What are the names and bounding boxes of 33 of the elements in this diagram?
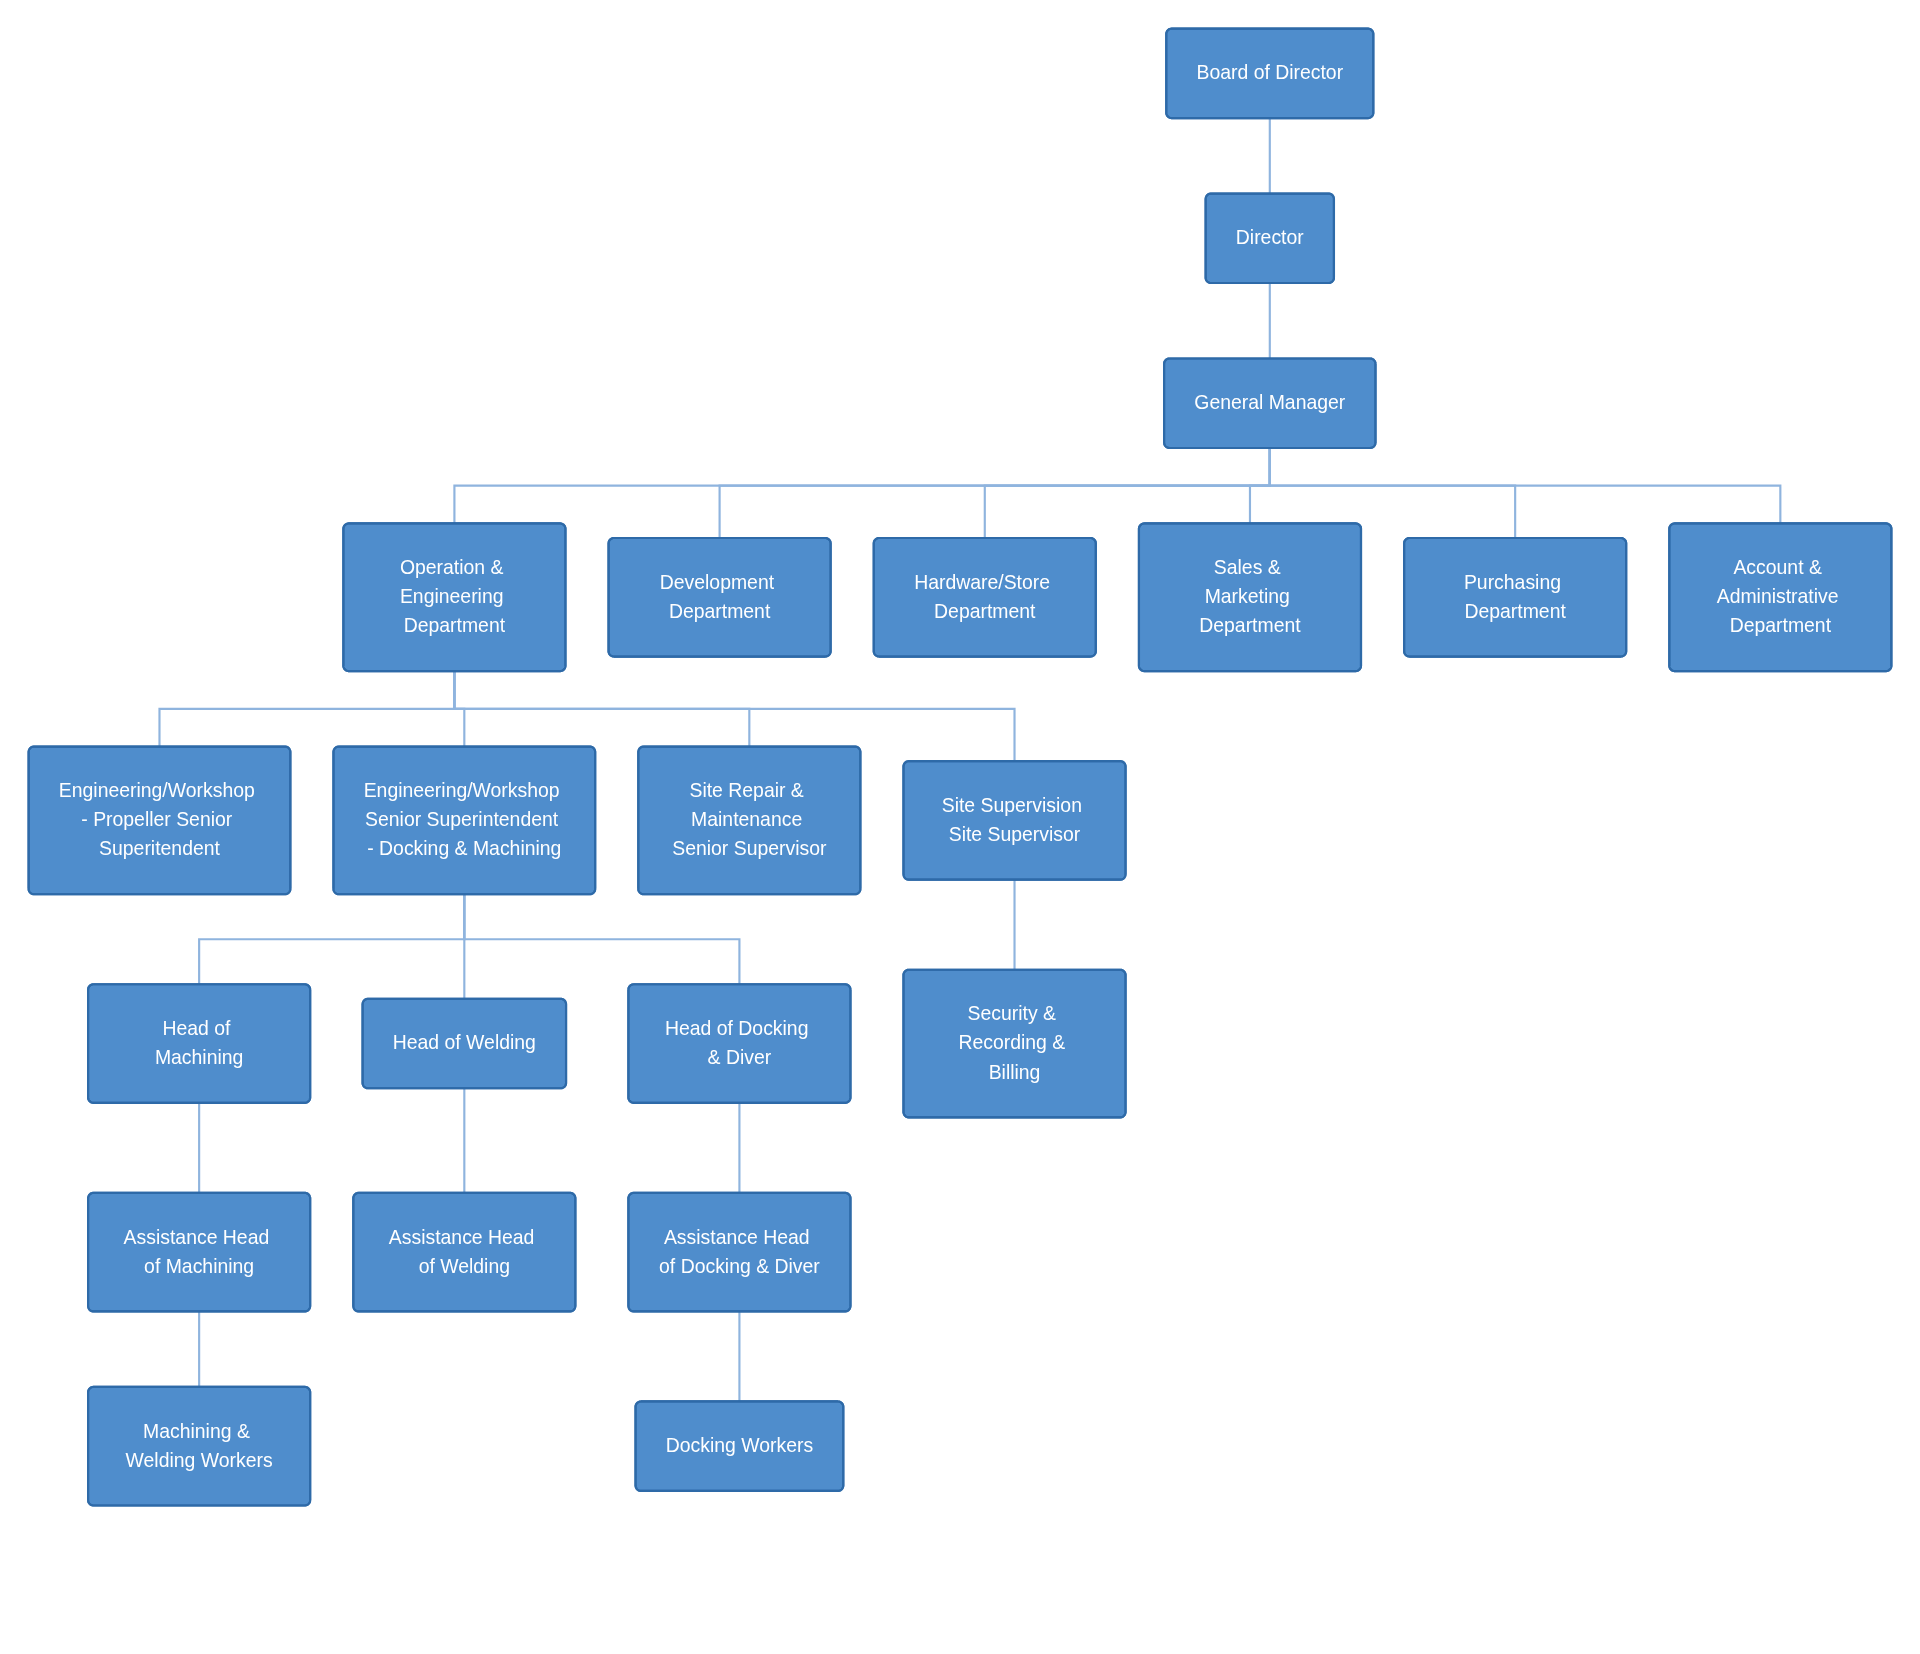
position-box: Machining & Welding Workers [87, 1385, 312, 1507]
connector-line [1268, 283, 1271, 359]
position-box: Head of Machining [87, 983, 312, 1104]
connector-line [198, 1311, 201, 1387]
position-box: Purchasing Department [1403, 536, 1628, 658]
position-box: Hardware/Store Department [872, 536, 1097, 658]
connector-line [453, 671, 1016, 762]
connector-line [463, 894, 741, 985]
position-box: Head of Docking & Diver [627, 983, 852, 1104]
position-box: Board of Director [1165, 27, 1375, 120]
position-box: Security & Recording & Billing [902, 968, 1127, 1119]
connector-line [738, 1102, 741, 1193]
connector-line [1013, 879, 1016, 970]
connector-line [198, 1102, 201, 1193]
position-box: Assistance Head of Welding [352, 1191, 577, 1313]
position-box: Site Repair & Maintenance Senior Supervisor [637, 745, 862, 896]
position-box: Head of Welding [361, 997, 568, 1090]
position-box: Operation & Engineering Department [342, 522, 567, 673]
position-box: Account & Administrative Department [1668, 522, 1893, 673]
connector-line [1268, 118, 1271, 194]
connector-line [738, 1311, 741, 1402]
position-box: Sales & Marketing Department [1137, 522, 1363, 673]
position-box: Engineering/Workshop Senior Superintendent - Docking & Machining [332, 745, 597, 896]
position-box: General Manager [1163, 357, 1377, 450]
position-box: Development Department [607, 536, 832, 658]
connector-line [463, 1088, 466, 1193]
position-box: Director [1204, 192, 1335, 285]
position-box: Docking Workers [634, 1400, 845, 1492]
connector-line [1268, 447, 1782, 524]
position-box: Site Supervision Site Supervisor [902, 760, 1127, 881]
position-box: Assistance Head of Machining [87, 1191, 312, 1313]
position-box: Assistance Head of Docking & Diver [627, 1191, 852, 1313]
position-box: Engineering/Workshop - Propeller Senior Superitendent [27, 745, 292, 896]
